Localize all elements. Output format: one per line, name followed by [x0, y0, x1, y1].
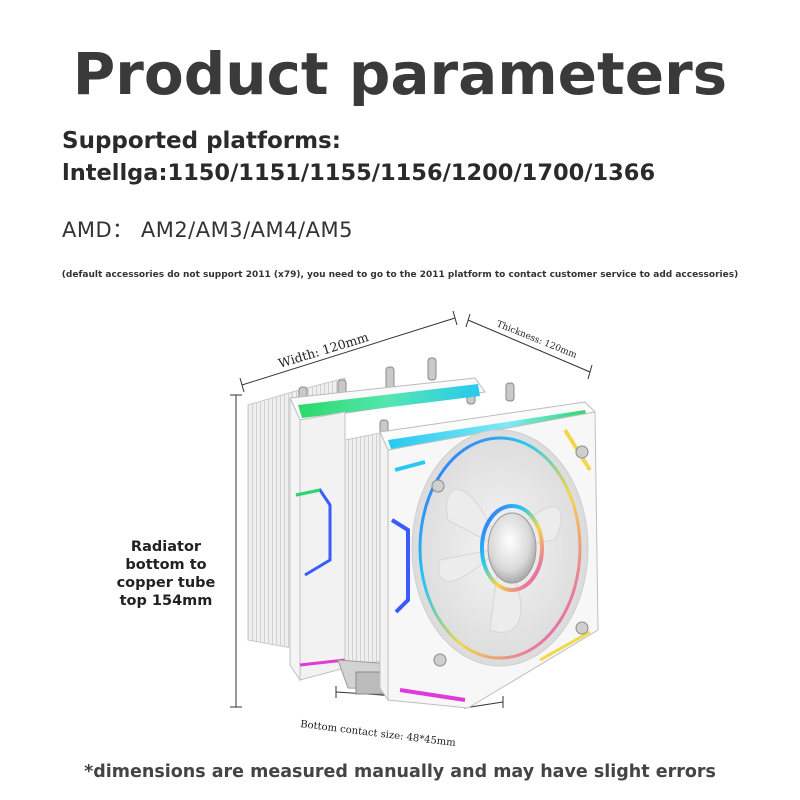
- amd-sockets: AMD： AM2/AM3/AM4/AM5: [62, 218, 353, 242]
- heatsink-middle-fins: [344, 431, 386, 669]
- thickness-label: Thickness: 120mm: [495, 320, 579, 362]
- width-label: Width: 120mm: [276, 329, 370, 371]
- heat-pipes: [298, 357, 515, 441]
- radiator-height-label: Radiator bottom to copper tube top 154mm: [116, 539, 216, 609]
- height-dimension: [230, 394, 242, 708]
- bottom-contact-label: Bottom contact size: 48*45mm: [300, 719, 457, 749]
- accessory-note: (default accessories do not support 2011…: [61, 270, 739, 280]
- front-fan-unit: [379, 401, 599, 709]
- back-tower-cover: [289, 377, 486, 682]
- footer-disclaimer: *dimensions are measured manually and ma…: [84, 762, 716, 782]
- width-dimension: Width: 120mm: [239, 310, 458, 393]
- thickness-dimension: Thickness: 120mm: [465, 313, 593, 380]
- platforms-label: Supported platforms:: [62, 128, 341, 154]
- page-title: Product parameters: [72, 40, 728, 108]
- intel-sockets: lntellga:1150/1151/1155/1156/1200/1700/1…: [62, 160, 656, 186]
